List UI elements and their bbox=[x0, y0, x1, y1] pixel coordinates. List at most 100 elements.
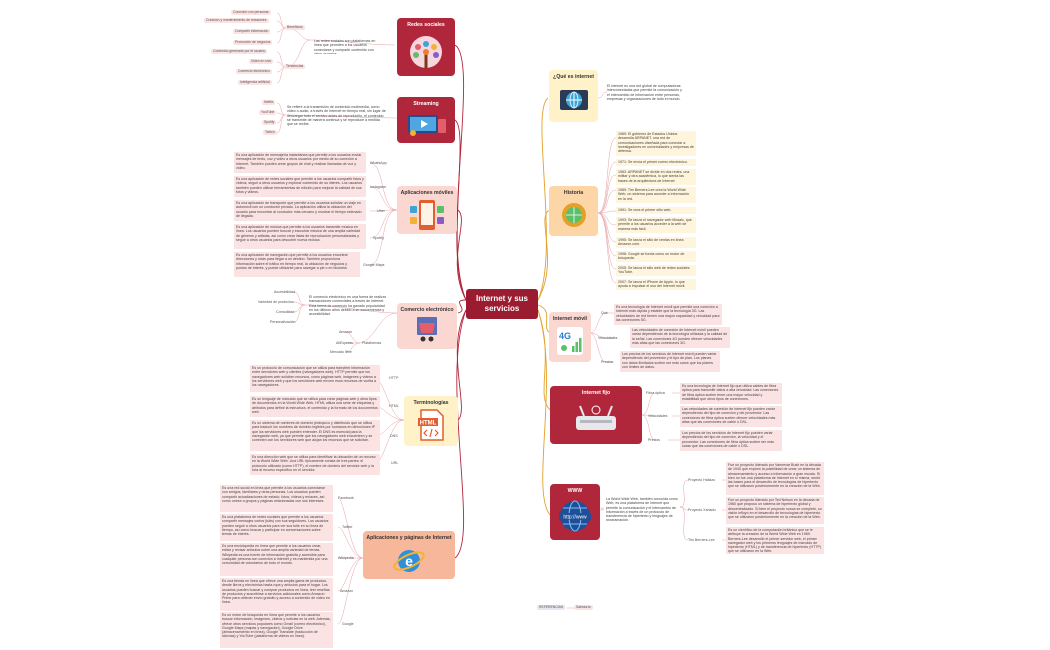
que-es-description: El internet es una red global de computa… bbox=[607, 84, 682, 101]
branch-internet-movil[interactable]: Internet móvil 4G bbox=[549, 312, 591, 362]
svg-text:HTML: HTML bbox=[420, 421, 437, 427]
fijo-fibra-desc: Es una tecnología de Internet fijo que u… bbox=[680, 383, 782, 404]
pagina-label: Facebook bbox=[338, 496, 354, 500]
streaming-item-spotify: Spotify bbox=[262, 120, 277, 125]
branch-terminologias[interactable]: Terminologías HTML bbox=[404, 396, 458, 446]
router-icon bbox=[576, 405, 616, 430]
redes-description: Las redes sociales son plataformas en lí… bbox=[314, 39, 376, 54]
movil-label: Velocidades bbox=[598, 336, 618, 340]
globe-network-icon bbox=[559, 90, 588, 110]
branch-historia[interactable]: Historia bbox=[549, 186, 598, 236]
shopping-cart-icon bbox=[417, 317, 437, 342]
www-berners-lee-desc: Es un científico de la computación britá… bbox=[726, 527, 824, 554]
plataforma-item: Mercado libre bbox=[330, 350, 352, 354]
app-spotify-desc: Es una aplicación de música que permite … bbox=[234, 224, 366, 249]
term-http-desc: Es un protocolo de comunicación que se u… bbox=[250, 365, 380, 392]
term-label: HTTP bbox=[389, 376, 399, 380]
mobile-apps-icon bbox=[410, 200, 444, 230]
term-label: HTML bbox=[389, 404, 399, 408]
branch-title: Terminologías bbox=[413, 400, 449, 406]
branch-title: Aplicaciones y páginas de Internet bbox=[366, 535, 452, 541]
central-topic[interactable]: Internet y sus servicios bbox=[466, 289, 538, 319]
branch-title: Streaming bbox=[413, 101, 439, 107]
term-dns-desc: Es un sistema de nombres de dominio jerá… bbox=[250, 420, 380, 451]
branch-redes-sociales[interactable]: Redes sociales bbox=[397, 18, 455, 76]
app-label: Spotify bbox=[373, 236, 384, 240]
term-label: DNS bbox=[390, 434, 398, 438]
www-xanadu-desc: Fue un proyecto liderado por Ted Nelson … bbox=[726, 497, 824, 524]
svg-text:http://www: http://www bbox=[563, 515, 587, 521]
movil-label: Precios bbox=[601, 360, 613, 364]
app-label: Instagram bbox=[370, 185, 386, 189]
movil-que-desc: Es una tecnología de Internet móvil que … bbox=[614, 304, 722, 325]
fijo-label: Velocidades bbox=[648, 414, 668, 418]
branch-internet-fijo[interactable]: Internet fijo bbox=[550, 386, 642, 444]
historia-item: 1998: Google se funda como un motor de b… bbox=[616, 251, 696, 262]
comercio-plataformas-label: Plataformas bbox=[362, 341, 382, 345]
streaming-item-netflix: Netflix bbox=[262, 100, 276, 105]
redes-tendencia-item: Inteligencia artificial bbox=[238, 80, 272, 85]
redes-tendencia-item: Comercio electrónico bbox=[236, 69, 272, 74]
svg-text:e: e bbox=[405, 553, 413, 569]
pagina-label: Wikipedia bbox=[338, 556, 354, 560]
redes-tendencias-label: Tendencias bbox=[284, 64, 306, 69]
redes-tendencia-item: Video en vivo bbox=[249, 59, 274, 64]
movil-velocidades-desc: Las velocidades de conexión de Internet … bbox=[630, 327, 730, 348]
branch-title: Internet fijo bbox=[581, 390, 611, 396]
redes-beneficios-label: Beneficios bbox=[285, 25, 305, 30]
fijo-label: Fibra óptica bbox=[646, 391, 665, 395]
comercio-description: El comercio electrónico es una forma de … bbox=[309, 295, 386, 316]
app-uber-desc: Es una aplicación de transporte que perm… bbox=[234, 200, 366, 221]
branch-title: Comercio electrónico bbox=[400, 307, 454, 313]
branch-streaming[interactable]: Streaming bbox=[397, 97, 455, 143]
pagina-google-desc: Es un motor de búsqueda en línea que per… bbox=[220, 612, 333, 648]
app-instagram-desc: Es una aplicación de redes sociales que … bbox=[234, 176, 366, 197]
www-label: Proyecto Xanadu bbox=[688, 508, 716, 512]
fijo-velocidades-desc: Las velocidades de conexión de Internet … bbox=[680, 406, 782, 427]
historia-item: 1995: Se lanza el sitio de ventas en lín… bbox=[616, 237, 696, 248]
streaming-description: Se refiere a la transmisión de contenido… bbox=[287, 105, 386, 127]
comercio-feature: Personalización bbox=[270, 320, 296, 324]
www-globe-icon: http://www bbox=[559, 500, 591, 532]
branch-www[interactable]: WWW http://www bbox=[550, 484, 600, 540]
4g-signal-icon: 4G bbox=[557, 327, 583, 355]
redes-beneficio-item: Compartir información bbox=[233, 29, 271, 34]
branch-title: WWW bbox=[567, 488, 583, 494]
referencias-label[interactable]: REFERENCIAS bbox=[537, 605, 566, 610]
pagina-twitter-desc: Es una plataforma de redes sociales que … bbox=[220, 514, 333, 541]
streaming-devices-icon bbox=[408, 115, 446, 136]
redes-beneficio-item: Conexión con personas bbox=[231, 10, 271, 15]
historia-item: 2005: Se lanza el sitio web de redes soc… bbox=[616, 265, 696, 276]
historia-item: 1971: Se envía el primer correo electrón… bbox=[616, 159, 696, 166]
pagina-label: Amazon bbox=[340, 589, 354, 593]
comercio-feature: Comodidad bbox=[276, 310, 295, 314]
redes-beneficio-item: Promoción de negocios bbox=[233, 40, 273, 45]
www-description: La World Wide Web, también conocida como… bbox=[606, 497, 678, 521]
branch-title: Internet móvil bbox=[552, 316, 587, 322]
branch-aplicaciones-moviles[interactable]: Aplicaciones móviles bbox=[397, 186, 457, 234]
app-label: Google Maps bbox=[363, 263, 385, 267]
term-label: URL bbox=[391, 461, 399, 465]
branch-comercio-electronico[interactable]: Comercio electrónico bbox=[397, 303, 457, 349]
term-url-desc: Es una dirección web que se utiliza para… bbox=[250, 454, 380, 475]
historia-item: 1983: ARPANET se divide en dos redes, un… bbox=[616, 169, 696, 185]
pagina-label: Google bbox=[342, 622, 354, 626]
svg-text:4G: 4G bbox=[559, 331, 571, 341]
pagina-wikipedia-desc: Es una enciclopedia en línea que permite… bbox=[220, 543, 333, 576]
app-googlemaps-desc: Es una aplicación de navegación que perm… bbox=[234, 252, 360, 277]
streaming-item-youtube: YouTube bbox=[259, 110, 277, 115]
comercio-feature: Accesibilidad bbox=[274, 290, 295, 294]
pagina-amazon-desc: Es una tienda en línea que ofrece una am… bbox=[220, 578, 333, 611]
historia-item: 1993: Se lanza el navegador web Mosaic, … bbox=[616, 217, 696, 233]
branch-aplicaciones-paginas[interactable]: Aplicaciones y páginas de Internet e bbox=[363, 531, 455, 579]
movil-precios-desc: Los precios de los servicios de Internet… bbox=[620, 351, 720, 372]
app-whatsapp-desc: Es una aplicación de mensajería instantá… bbox=[234, 152, 366, 173]
streaming-item-twitch: Twitch bbox=[263, 130, 277, 135]
fijo-precios-desc: Los precios de los servicios de Internet… bbox=[680, 430, 782, 451]
app-label: WhatsApp bbox=[370, 161, 387, 165]
referencias-value: Sabiduría bbox=[574, 605, 593, 610]
branch-que-es-internet[interactable]: ¿Qué es internet bbox=[549, 70, 598, 122]
html-file-icon: HTML bbox=[418, 409, 444, 441]
term-html-desc: Es un lenguaje de marcado que se utiliza… bbox=[250, 396, 380, 417]
